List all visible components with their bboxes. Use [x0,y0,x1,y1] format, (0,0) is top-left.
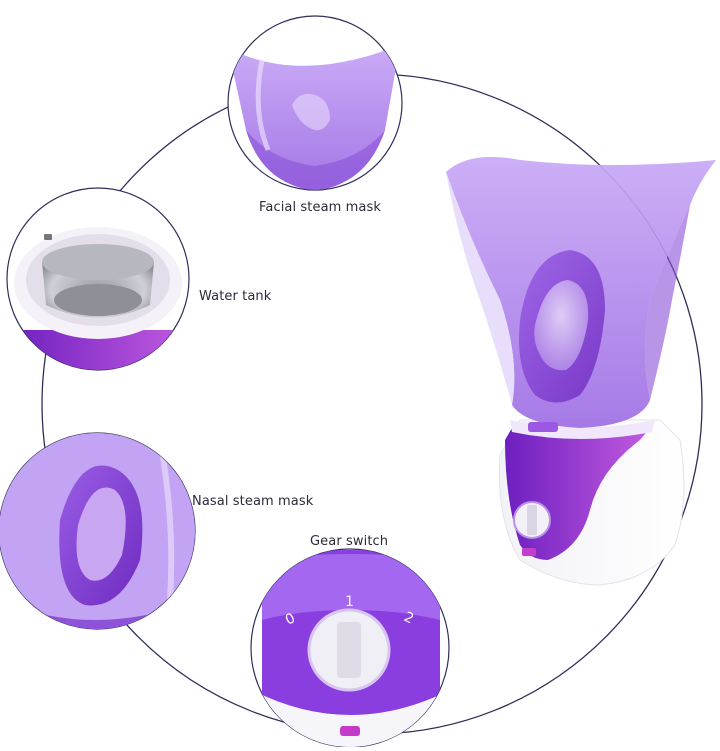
water-tank-thumbnail [6,187,190,371]
label-facial-steam-mask: Facial steam mask [259,200,381,215]
label-gear-switch: Gear switch [310,534,389,549]
label-nasal-steam-mask: Nasal steam mask [192,494,314,509]
facial-steam-mask-thumbnail [227,15,403,191]
gear-switch-thumbnail: 0 1 2 [250,548,450,748]
label-water-tank: Water tank [199,289,272,304]
nasal-steam-mask-thumbnail [0,432,196,630]
facial-steamer-product [446,156,716,586]
gear-position-1: 1 [345,594,354,610]
